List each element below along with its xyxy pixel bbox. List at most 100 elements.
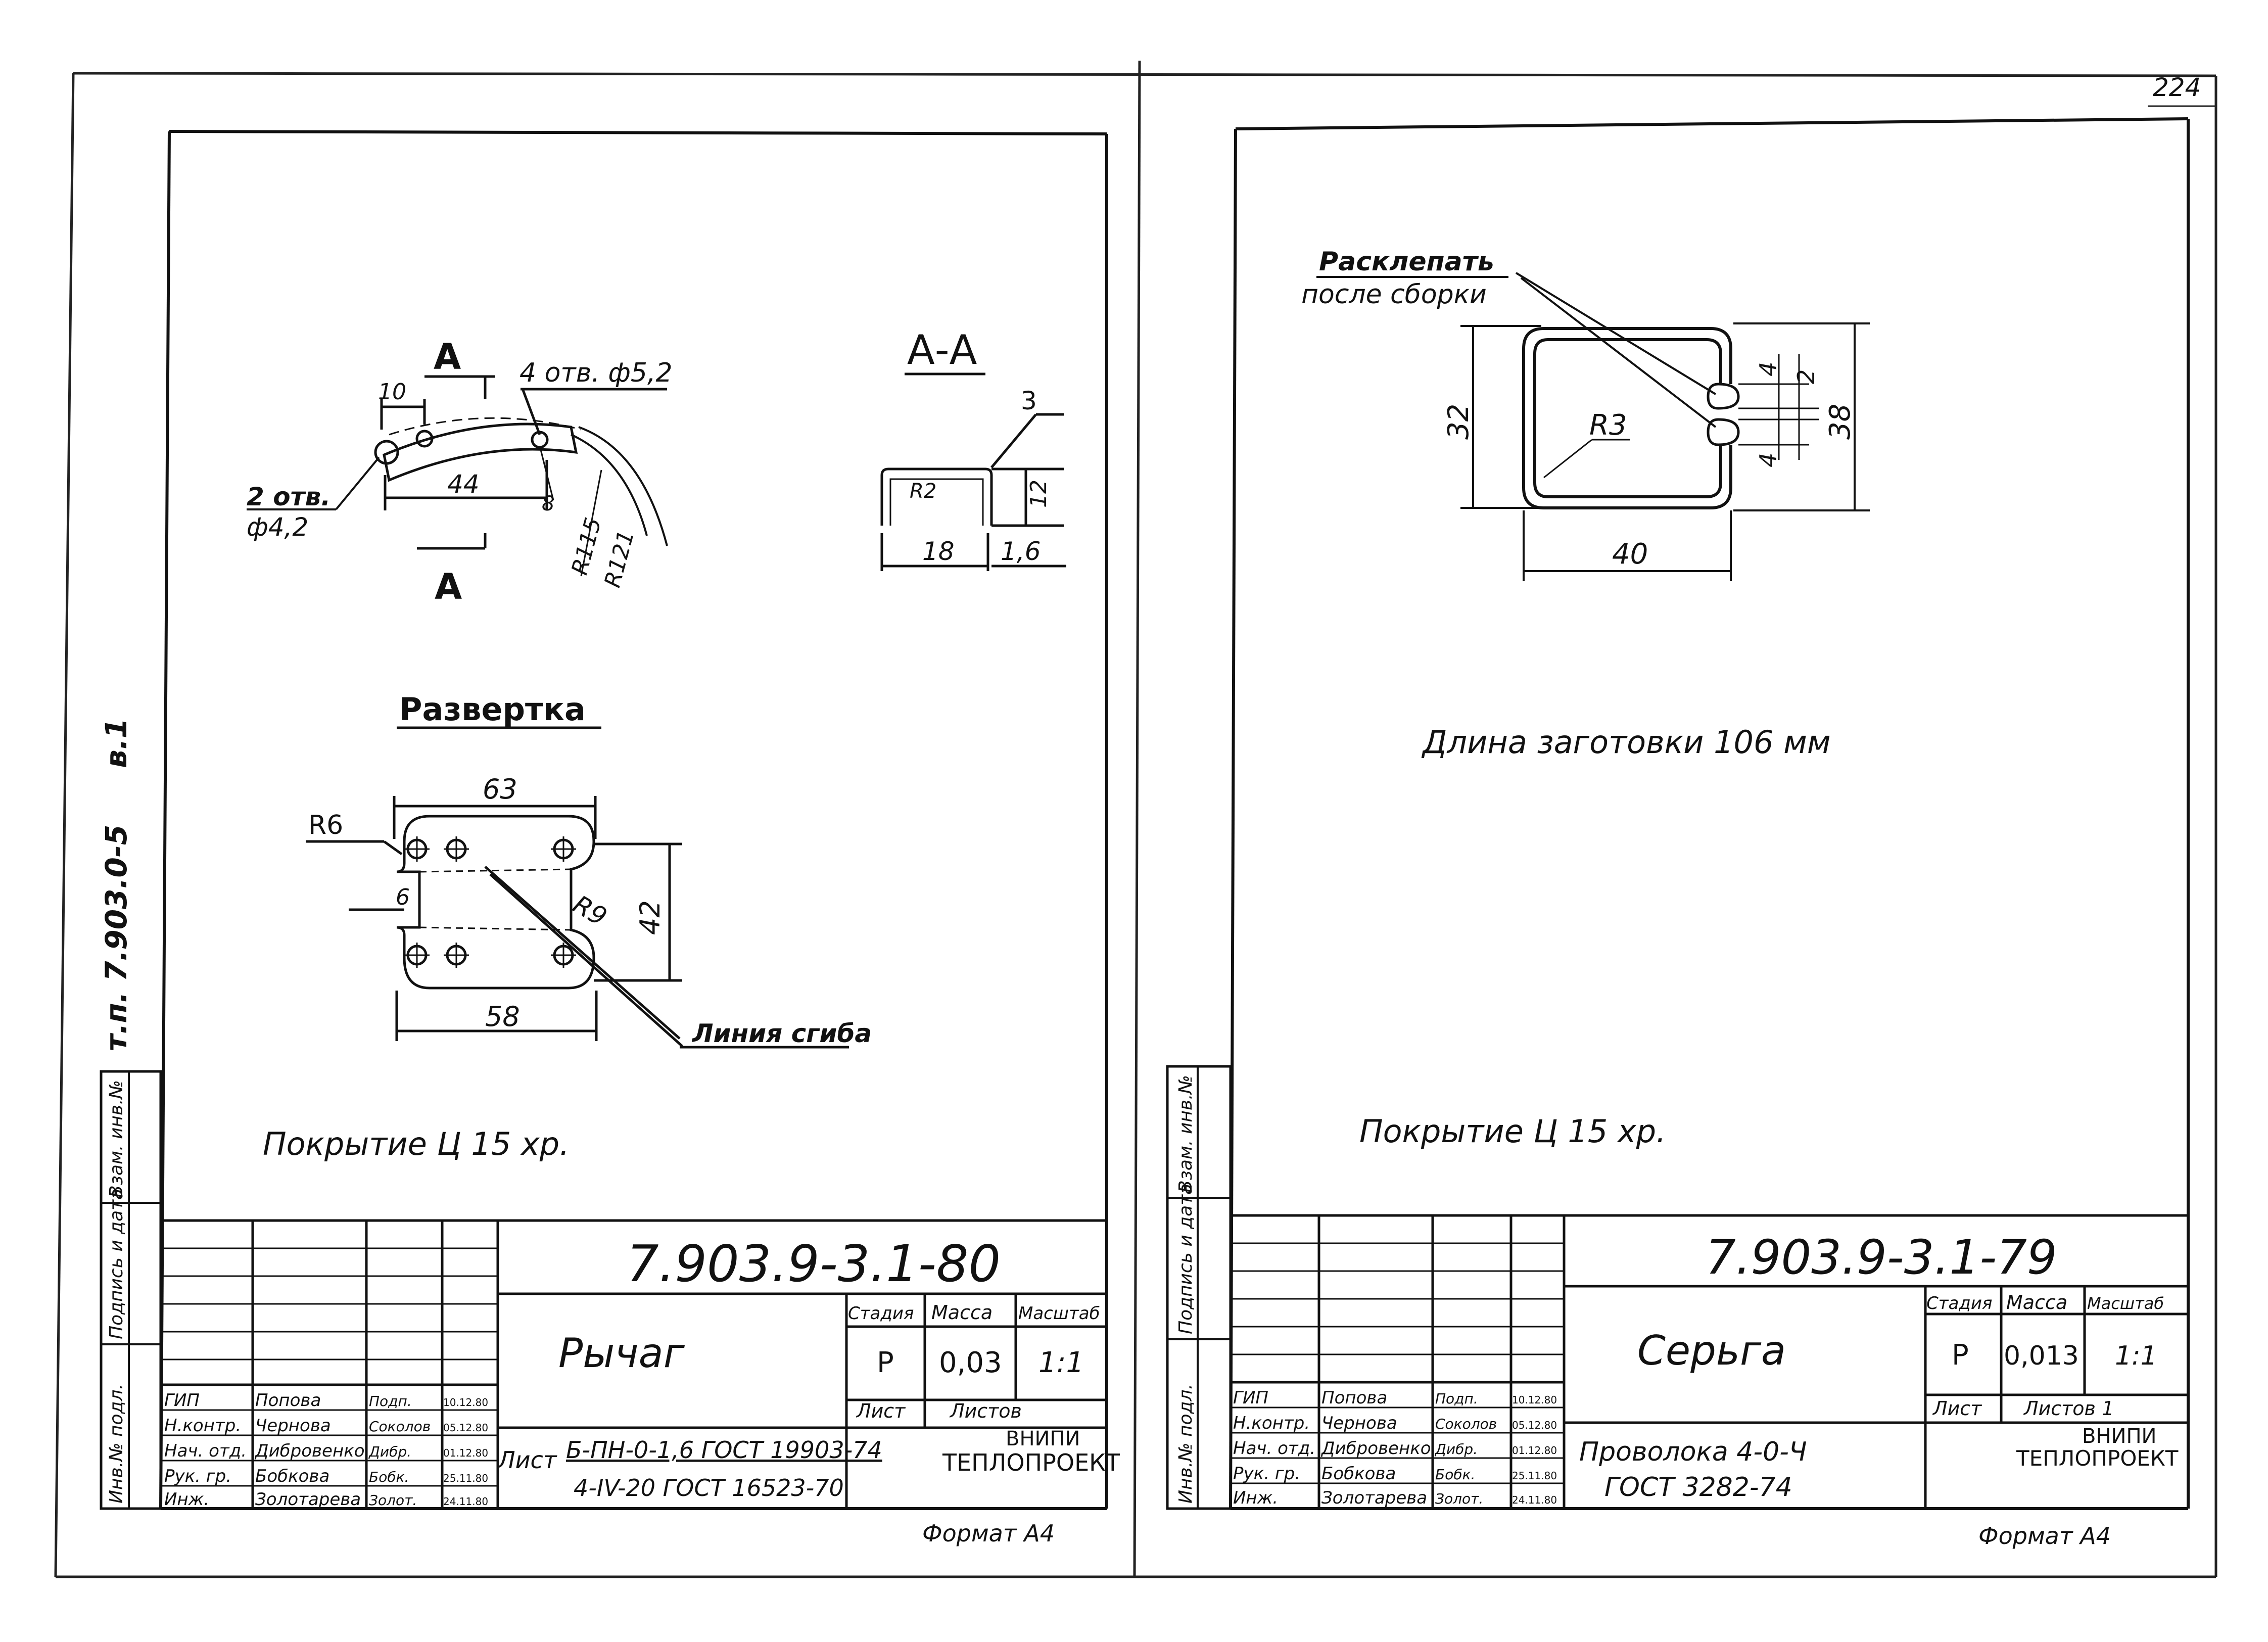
shackle-view — [1460, 272, 1870, 581]
scale-value: 1:1 — [2115, 1341, 2157, 1371]
staff-date: 05.12.80 — [1512, 1419, 1557, 1431]
section-mark-bottom: А — [435, 566, 462, 607]
section-mark-top: А — [434, 336, 461, 378]
col-stage: Стадия — [1926, 1293, 1992, 1313]
part-name: Серьга — [1637, 1327, 1786, 1374]
sheet-label: Лист — [856, 1400, 906, 1422]
title-block — [1231, 1214, 2188, 1509]
side-stamp: Инв.№ подл. Подпись и дата Взам. инв.№ — [1166, 1065, 1232, 1510]
dim-3: 3 — [1021, 386, 1037, 415]
title-block-rows — [1231, 1242, 1564, 1484]
staff-sign: Подп. — [1435, 1390, 1478, 1407]
staff-sign: Соколов — [369, 1418, 431, 1435]
sheet-label: Лист — [1932, 1397, 1982, 1420]
stamp-label-inv: Инв.№ подл. — [106, 1384, 127, 1504]
staff-role: Нач. отд. — [164, 1441, 247, 1461]
radius-115: R115 — [566, 515, 606, 578]
material-prefix: Лист — [497, 1446, 557, 1474]
staff-table: ГИП Попова Подп. 10.12.80 Н.контр. Черно… — [1233, 1388, 1557, 1508]
radius-9: R9 — [568, 889, 612, 932]
org-line-1: ВНИПИ — [2082, 1425, 2156, 1448]
staff-date: 25.11.80 — [443, 1472, 488, 1484]
dim-44: 44 — [447, 470, 480, 499]
dim-40: 40 — [1612, 538, 1648, 571]
material-line-2: 4-IV-20 ГОСТ 16523-70 — [574, 1474, 844, 1502]
dim-2: 2 — [1792, 369, 1820, 384]
org-line-2: ТЕПЛОПРОЕКТ — [2016, 1446, 2179, 1471]
dim-42: 42 — [634, 900, 666, 935]
dim-8: 8 — [542, 492, 554, 515]
staff-sign: Дибр. — [1434, 1441, 1478, 1458]
doc-number: 7.903.9-3.1-80 — [627, 1234, 1001, 1293]
material-line-1: Проволока 4-0-Ч — [1579, 1437, 1807, 1467]
staff-role: Н.контр. — [164, 1416, 241, 1436]
staff-role: Инж. — [164, 1489, 209, 1510]
dim-63: 63 — [483, 773, 517, 805]
coating-note: Покрытие Ц 15 хр. — [263, 1125, 570, 1162]
development-view — [306, 796, 849, 1049]
blank-length-note: Длина заготовки 106 мм — [1421, 724, 1831, 761]
stamp-label-sign: Подпись и дата — [1175, 1184, 1196, 1334]
staff-name: Золотарева — [1321, 1488, 1427, 1508]
org-line-2: ТЕПЛОПРОЕКТ — [942, 1449, 1120, 1476]
staff-table: ГИП Попова Подп. 10.12.80 Н.контр. Черно… — [164, 1390, 488, 1510]
doc-number: 7.903.9-3.1-79 — [1706, 1230, 2057, 1285]
staff-role: Н.контр. — [1233, 1413, 1310, 1433]
left-sheet: т.п. 7.903.0-5 в.1 Инв.№ подл. Подпись и… — [99, 130, 1120, 1547]
sheets-label: Листов — [949, 1400, 1022, 1422]
dim-18: 18 — [922, 537, 955, 566]
col-scale: Масштаб — [2087, 1294, 2164, 1313]
project-code: т.п. 7.903.0-5 — [99, 825, 133, 1051]
dim-4-bottom: 4 — [1755, 453, 1782, 467]
staff-sign: Подп. — [369, 1393, 412, 1410]
staff-role: ГИП — [164, 1390, 200, 1411]
format-label: Формат А4 — [922, 1520, 1055, 1547]
holes-2-label-1: 2 отв. — [247, 482, 330, 511]
dim-58: 58 — [485, 1001, 520, 1033]
dim-32: 32 — [1442, 404, 1475, 440]
staff-date: 24.11.80 — [443, 1495, 488, 1508]
dim-38: 38 — [1824, 404, 1857, 440]
staff-date: 10.12.80 — [1512, 1394, 1557, 1406]
bend-line-label: Линия сгиба — [691, 1019, 872, 1048]
right-sheet: Инв.№ подл. Подпись и дата Взам. инв.№ Р… — [1166, 117, 2190, 1550]
dim-1-6: 1,6 — [1001, 537, 1041, 566]
rivet-note-1: Расклепать — [1319, 247, 1494, 277]
mass-value: 0,013 — [2004, 1341, 2079, 1371]
part-name: Рычаг — [558, 1330, 685, 1377]
radius-2: R2 — [910, 480, 936, 503]
staff-role: ГИП — [1233, 1388, 1268, 1408]
col-mass: Масса — [2006, 1291, 2067, 1313]
side-stamp: Инв.№ подл. Подпись и дата Взам. инв.№ — [100, 1070, 162, 1510]
stage-value: Р — [1952, 1339, 1969, 1372]
staff-date: 01.12.80 — [1512, 1444, 1557, 1457]
development-title: Развертка — [399, 691, 586, 728]
section-aa-title: А-А — [907, 326, 977, 373]
material-line-1: Б-ПН-0-1,6 ГОСТ 19903-74 — [566, 1436, 882, 1464]
dim-10: 10 — [378, 379, 406, 405]
staff-role: Рук. гр. — [1233, 1464, 1300, 1484]
section-aa-profile — [880, 413, 1066, 571]
staff-role: Инж. — [1233, 1488, 1278, 1508]
rivet-note-2: после сборки — [1301, 279, 1487, 310]
staff-date: 01.12.80 — [443, 1447, 488, 1459]
stage-value: Р — [877, 1346, 894, 1379]
staff-name: Попова — [1321, 1388, 1387, 1408]
staff-date: 10.12.80 — [443, 1396, 488, 1409]
staff-role: Рук. гр. — [164, 1466, 231, 1486]
staff-date: 25.11.80 — [1512, 1470, 1557, 1482]
scale-value: 1:1 — [1038, 1346, 1084, 1379]
staff-name: Чернова — [255, 1416, 331, 1436]
staff-sign: Соколов — [1435, 1416, 1497, 1432]
staff-name: Чернова — [1321, 1413, 1397, 1433]
staff-sign: Золот. — [369, 1492, 417, 1509]
stamp-label-replace: Взам. инв.№ — [106, 1080, 127, 1198]
staff-sign: Бобк. — [369, 1469, 409, 1485]
stamp-label-sign: Подпись и дата — [106, 1189, 127, 1339]
radius-3: R3 — [1589, 409, 1627, 442]
staff-name: Дибровенко — [254, 1441, 365, 1461]
sheets-label: Листов 1 — [2023, 1397, 2114, 1420]
holes-4-label: 4 отв. ф5,2 — [519, 358, 673, 388]
radius-121: R121 — [599, 528, 639, 590]
